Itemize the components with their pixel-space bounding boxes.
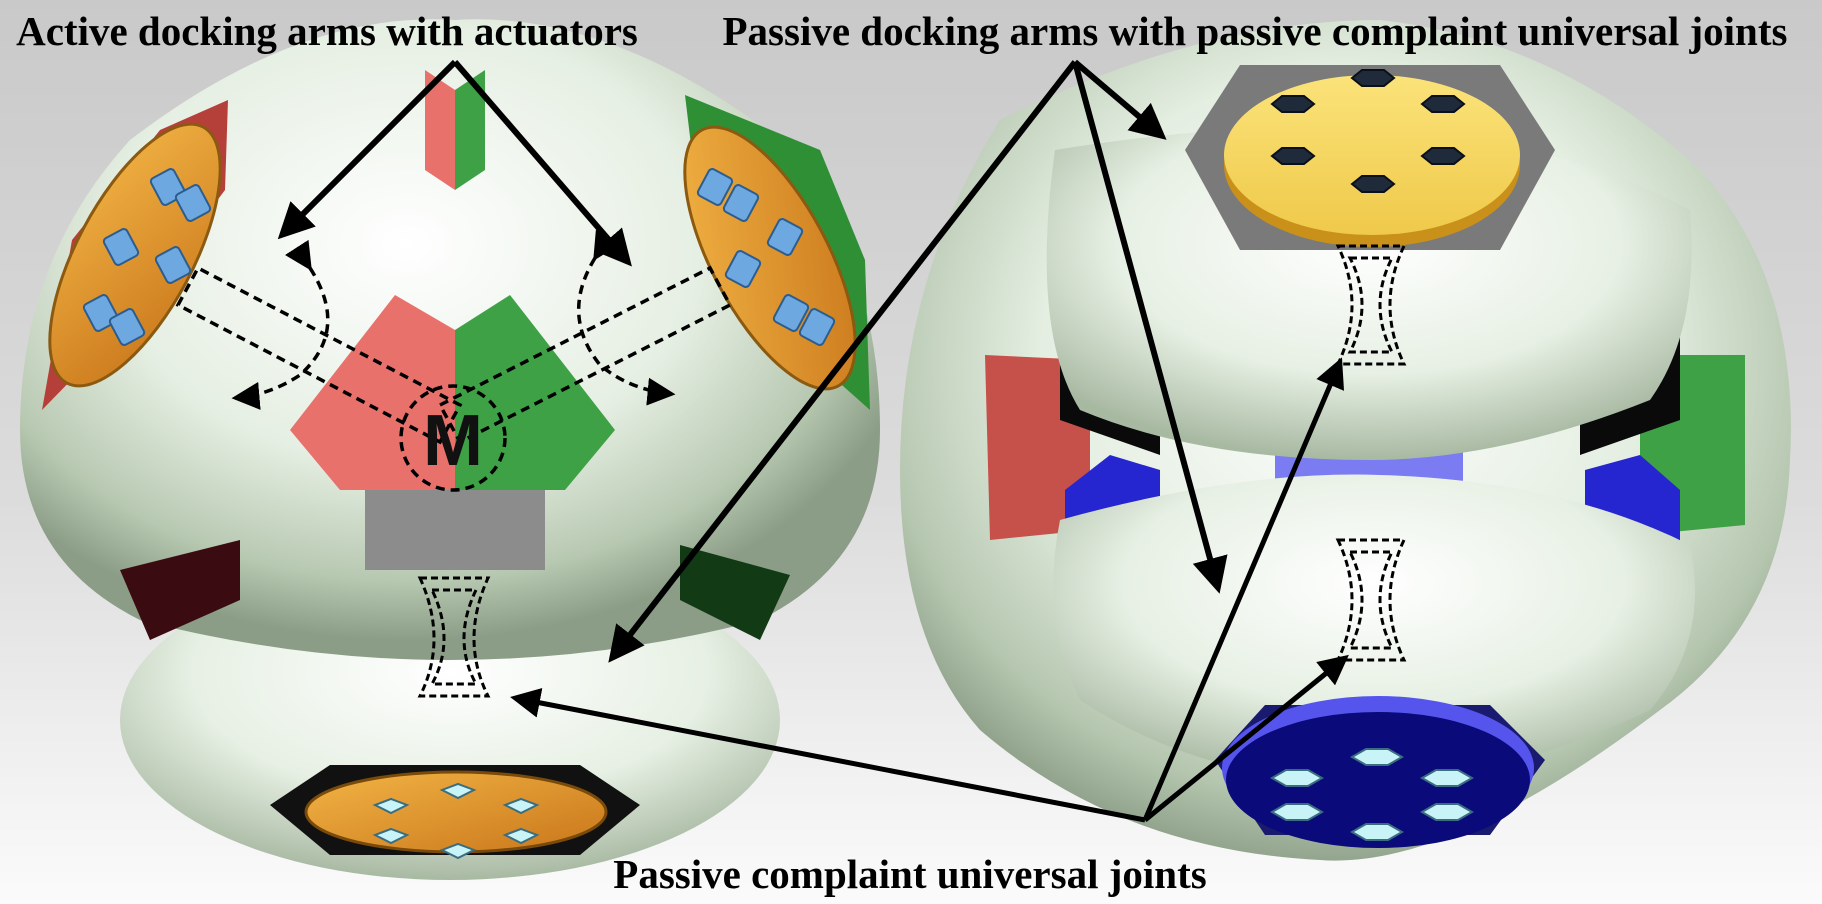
left-front-gray-face [365, 490, 545, 570]
arrow-active-right [452, 60, 632, 267]
arrow-joint-top [1142, 357, 1345, 821]
arrow-passive-middle [1072, 61, 1228, 594]
left-bottom-tab-right [680, 545, 790, 640]
universal-joint-icons [417, 244, 1407, 698]
left-top-red-face [425, 70, 455, 190]
rotation-arrow-right [577, 229, 676, 406]
label-passive-docking-arms: Passive docking arms with passive compla… [723, 8, 1788, 54]
universal-joint-icon [1335, 538, 1407, 662]
left-top-green-face [455, 70, 485, 190]
motor-label: M [423, 401, 483, 481]
universal-joint-icon [1335, 244, 1407, 366]
label-universal-joints: Passive complaint universal joints [613, 851, 1206, 897]
left-front-green-face [455, 295, 615, 490]
universal-joint-icon [417, 576, 491, 698]
label-active-docking-arms: Active docking arms with actuators [16, 8, 638, 54]
arrow-joint-bottom [1143, 654, 1349, 822]
active-arm-left-outline [175, 265, 463, 445]
arrow-passive-left-module [608, 60, 1078, 663]
motor-outline [399, 384, 507, 492]
arrow-active-left [277, 59, 458, 240]
arrow-joint-left [510, 688, 1146, 823]
left-disk-pins [82, 168, 212, 346]
right-disk-pins [696, 168, 836, 346]
dashed-overlays [175, 229, 733, 492]
left-front-red-face [290, 295, 455, 490]
arrow-passive-top [1073, 59, 1167, 140]
right-lower-lobe [1053, 474, 1695, 785]
motor-icon: M [423, 401, 483, 481]
right-upper-lobe [1046, 127, 1692, 460]
left-module-active [20, 19, 880, 880]
left-bottom-tab-left [120, 540, 240, 640]
right-top-yellow-disk [1224, 75, 1520, 235]
rotation-arrow-left [231, 239, 330, 410]
right-top-holes [1270, 69, 1466, 193]
left-bottom-pins [372, 782, 540, 860]
right-bottom-pins [1269, 748, 1475, 841]
leader-arrows [277, 59, 1349, 823]
